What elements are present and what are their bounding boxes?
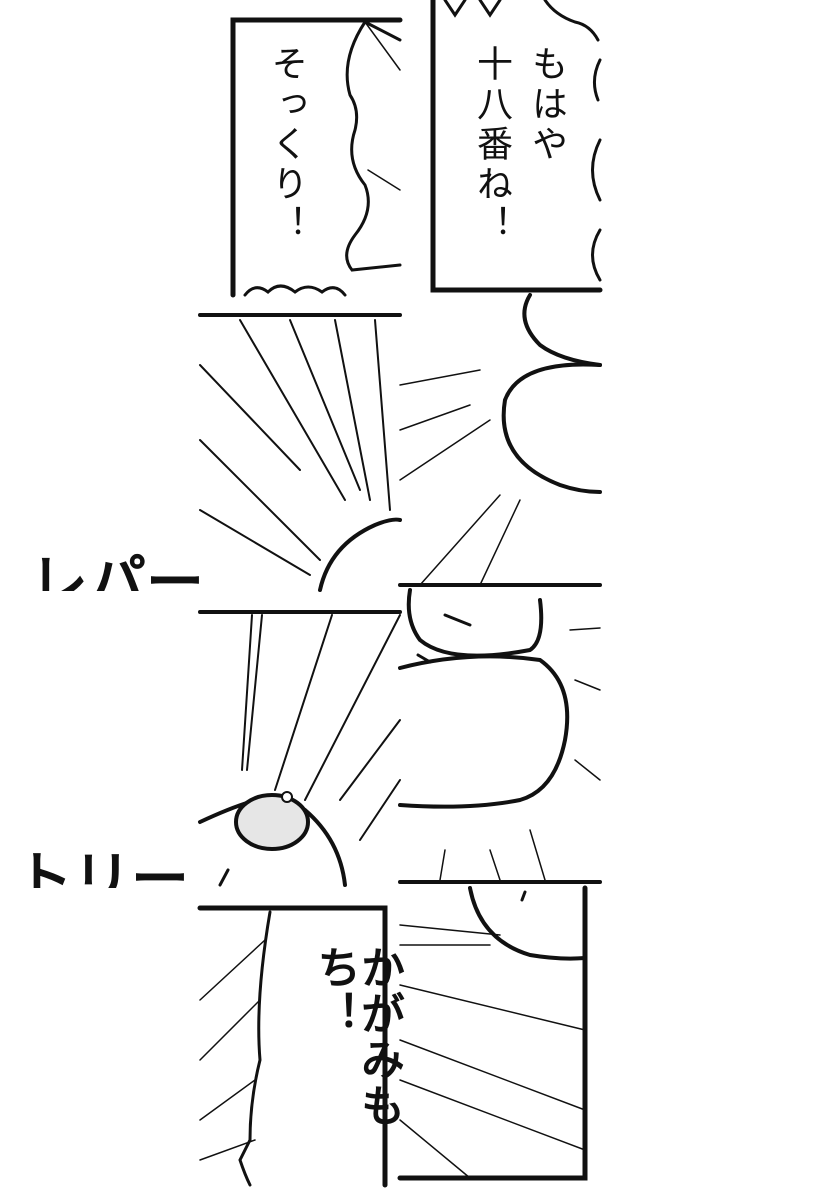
panel-bottom-right — [397, 885, 588, 1181]
panel-mochi-1 — [398, 293, 602, 587]
caption-sokkuri: そっくり！ — [266, 45, 307, 245]
panel-top-right — [430, 0, 603, 293]
panel-speedlines-1 — [198, 313, 402, 592]
panel-bottom-left — [197, 905, 388, 1188]
panel-mochi-2 — [398, 588, 602, 884]
panel-speedlines-2 — [198, 610, 402, 887]
panel-top-left — [230, 17, 403, 298]
mandarin-orange — [234, 791, 310, 851]
caption-mohaya: もはや — [526, 45, 567, 165]
side-text-lower: トリー — [15, 845, 190, 888]
caption-kagamimochi: かがみもち！ — [309, 945, 404, 1129]
caption-ohako: 十八番ね！ — [471, 45, 512, 245]
side-text-upper: レパー — [30, 548, 205, 591]
